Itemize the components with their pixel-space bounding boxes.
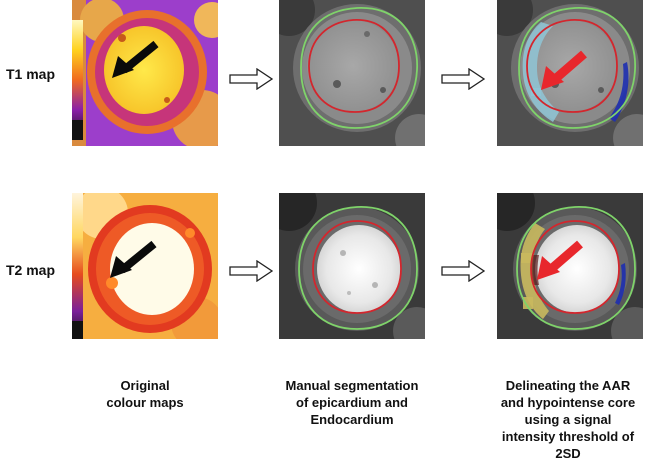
t2-colour-map-image — [72, 193, 218, 339]
flow-arrow-icon — [229, 67, 274, 95]
t2-map-label: T2 map — [6, 262, 56, 278]
caption-delineating-aar: Delineating the AAR and hypointense core… — [500, 378, 636, 461]
black-arrow-icon — [108, 240, 160, 285]
t1-segmentation-image — [279, 0, 425, 146]
t2-aar-delineation-image — [497, 193, 643, 339]
caption-manual-segmentation: Manual segmentation of epicardium and En… — [285, 378, 419, 427]
flow-arrow-icon — [441, 259, 486, 287]
flow-arrow-icon — [441, 67, 486, 95]
t1-aar-delineation-image — [497, 0, 643, 146]
caption-original-colour-maps: Original colour maps — [106, 378, 184, 410]
red-arrow-icon — [540, 50, 588, 97]
red-arrow-icon — [536, 240, 584, 287]
t1-colour-map-image — [72, 0, 218, 146]
black-arrow-icon — [110, 40, 162, 85]
flow-arrow-icon — [229, 259, 274, 287]
t2-segmentation-image — [279, 193, 425, 339]
t1-map-label: T1 map — [6, 66, 56, 82]
